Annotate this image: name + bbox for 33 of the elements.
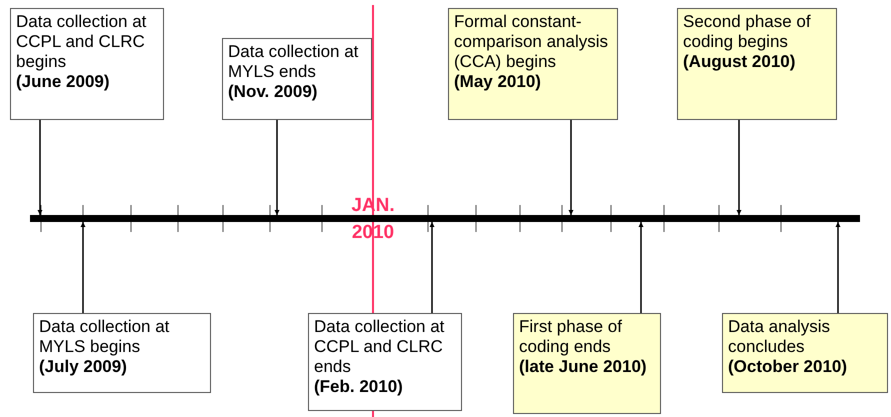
arrow <box>80 222 86 313</box>
event-description: Second phase of coding begins <box>683 12 812 52</box>
event-box <box>222 38 372 120</box>
arrow <box>638 222 644 313</box>
arrow <box>38 120 42 215</box>
event-date: (August 2010) <box>683 52 796 72</box>
event-box <box>33 313 211 393</box>
event-description: Data collection at MYLS ends <box>228 42 360 82</box>
event-box <box>448 8 618 120</box>
event-date: (Nov. 2009) <box>228 82 318 102</box>
arrow <box>836 222 840 313</box>
event-date: (Feb. 2010) <box>314 377 404 397</box>
arrow <box>568 120 574 215</box>
event-date: (June 2009) <box>16 72 111 92</box>
arrow <box>430 222 434 313</box>
event-box <box>10 8 164 120</box>
timeline-bar <box>30 215 860 222</box>
event-box <box>513 313 661 414</box>
event-date: (May 2010) <box>454 72 542 92</box>
arrow <box>736 120 742 215</box>
event-box <box>308 313 462 411</box>
event-date: (October 2010) <box>728 357 848 377</box>
event-box <box>722 313 888 393</box>
event-description: Data collection at CCPL and CLRC ends <box>314 317 446 377</box>
event-box <box>677 8 837 120</box>
arrow <box>274 120 280 215</box>
event-description: Data analysis concludes <box>728 317 832 357</box>
event-description: Data collection at MYLS begins <box>39 317 170 357</box>
event-description: Data collection at CCPL and CLRC begins <box>16 12 148 72</box>
event-date: (late June 2010) <box>519 357 648 377</box>
event-description: First phase of coding ends <box>519 317 623 357</box>
event-date: (July 2009) <box>39 357 128 377</box>
event-description: Formal constant-comparison analysis (CCA) begins <box>454 12 610 72</box>
